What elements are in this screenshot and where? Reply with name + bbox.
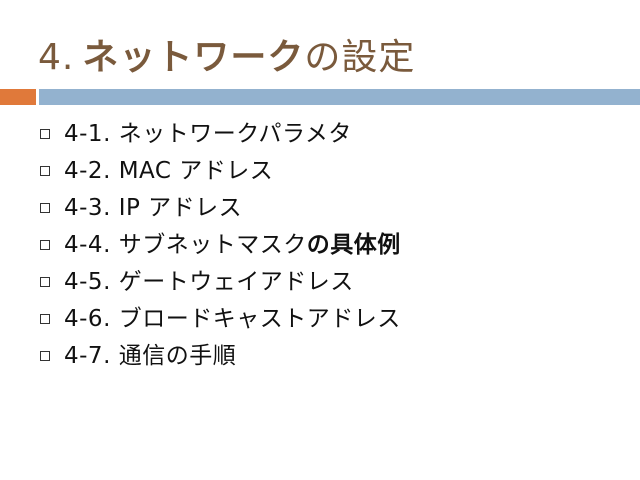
square-bullet-icon <box>40 277 50 287</box>
square-bullet-icon <box>40 240 50 250</box>
list-item-text: 4-6. ブロードキャストアドレス <box>64 306 401 332</box>
list-item-text: 4-5. ゲートウェイアドレス <box>64 269 354 295</box>
slide-title: 4.ネットワークの設定 <box>38 30 415 86</box>
list-item-text: 4-3. IP アドレス <box>64 195 243 221</box>
list-item-text: 4-7. 通信の手順 <box>64 343 237 369</box>
list-item-text: 4-2. MAC アドレス <box>64 158 274 184</box>
title-rule-accent <box>0 89 36 105</box>
square-bullet-icon <box>40 314 50 324</box>
square-bullet-icon <box>40 203 50 213</box>
title-rest-text: の設定 <box>304 37 416 78</box>
title-rule-bar <box>39 89 640 105</box>
square-bullet-icon <box>40 351 50 361</box>
square-bullet-icon <box>40 129 50 139</box>
list-item-bold-text: の具体例 <box>306 232 401 258</box>
title-number: 4. <box>38 37 75 78</box>
title-bold-text: ネットワーク <box>82 37 305 78</box>
list-item-text: 4-4. サブネットマスク <box>64 232 307 258</box>
list-item-text: 4-1. ネットワークパラメタ <box>64 121 352 147</box>
square-bullet-icon <box>40 166 50 176</box>
